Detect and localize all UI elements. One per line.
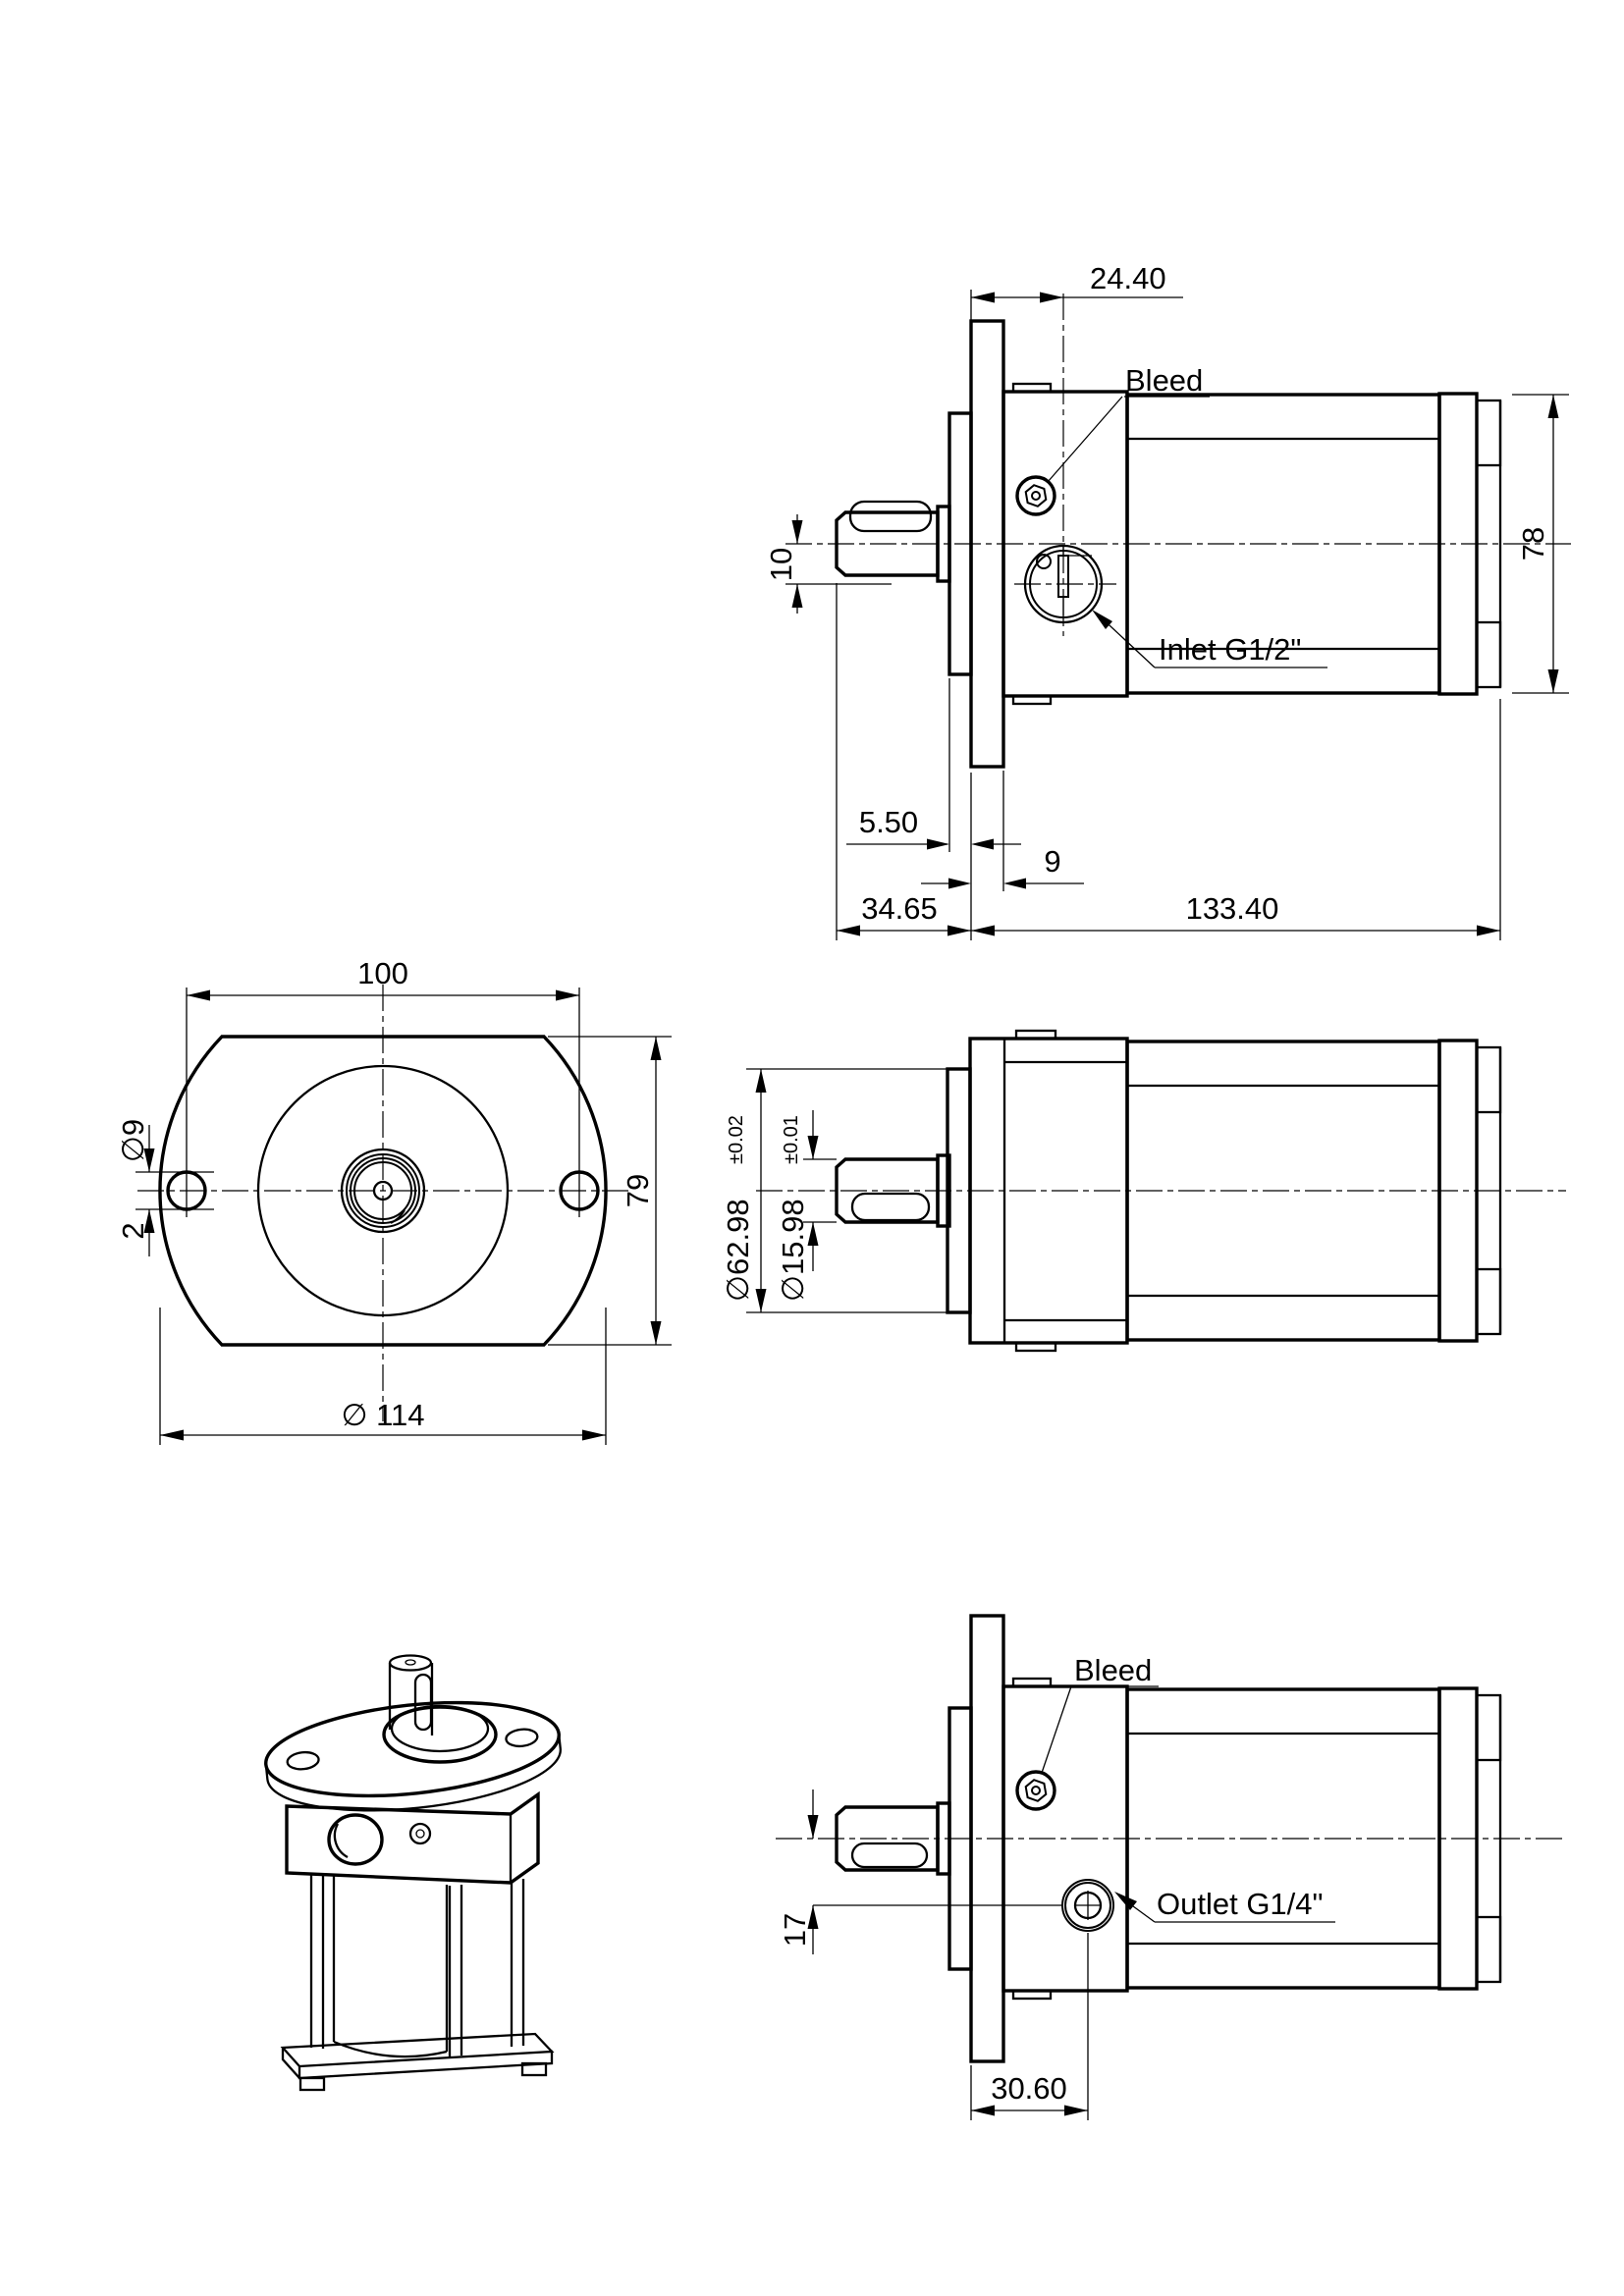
dim-spacer-thickness: 5.50 [859, 805, 918, 839]
dim-axis-to-outlet: 17 [778, 1913, 812, 1947]
iso-inlet-port [327, 1813, 384, 1866]
bleed-screw [1015, 475, 1056, 516]
iso-flange [264, 1700, 562, 1812]
tol-shaft: ±0.01 [781, 1115, 802, 1164]
front-view: 100 ∅9 2 79 ∅ 114 [116, 956, 672, 1445]
rear-cap [1437, 392, 1479, 696]
dim-pilot-diameter: ∅62.98 [721, 1199, 755, 1302]
dim-axis-to-inlet: 10 [764, 548, 798, 581]
dim-hole-diameter: ∅9 [116, 1119, 150, 1162]
outlet-label: Outlet G1/4" [1157, 1887, 1324, 1921]
bleed-screw-2 [1015, 1770, 1056, 1811]
shaft-key [848, 500, 933, 533]
side-view: ∅62.98 ±0.02 ∅15.98 ±0.01 [721, 1029, 1566, 1353]
dim-bolt-spacing: 100 [357, 956, 408, 990]
inlet-port [1023, 544, 1104, 624]
tol-pilot: ±0.02 [726, 1115, 747, 1164]
dim-flange-to-port: 24.40 [1090, 261, 1166, 295]
dim-shaft-to-flange: 34.65 [861, 891, 938, 926]
isometric-view [264, 1654, 562, 2092]
iso-bleed-screw [408, 1822, 432, 1845]
outlet-view: Bleed Outlet G1/4" 17 30.60 [776, 1614, 1566, 2120]
dim-flange-height: 79 [621, 1174, 655, 1207]
shaft-end [340, 1148, 426, 1234]
dim-flange-to-rear: 133.40 [1186, 891, 1279, 926]
outlet-port [1061, 1879, 1114, 1932]
dim-flange-diameter: ∅ 114 [341, 1398, 424, 1432]
keyway-slot [850, 1192, 931, 1222]
inlet-label: Inlet G1/2" [1159, 632, 1301, 667]
top-view: Bleed Inlet G1/2" 24.40 10 78 5.50 9 [764, 261, 1571, 940]
dim-flange-thickness: 9 [1044, 844, 1060, 879]
dim-body-height: 78 [1516, 527, 1550, 561]
dim-flange-to-outlet: 30.60 [991, 2071, 1067, 2106]
bleed-label: Bleed [1125, 363, 1203, 398]
pilot-circle [256, 1064, 510, 1317]
dim-hole-count: 2 [116, 1222, 150, 1239]
bleed-label-2: Bleed [1074, 1653, 1152, 1687]
dim-shaft-diameter: ∅15.98 [776, 1199, 810, 1302]
flange-outline [158, 1035, 608, 1347]
